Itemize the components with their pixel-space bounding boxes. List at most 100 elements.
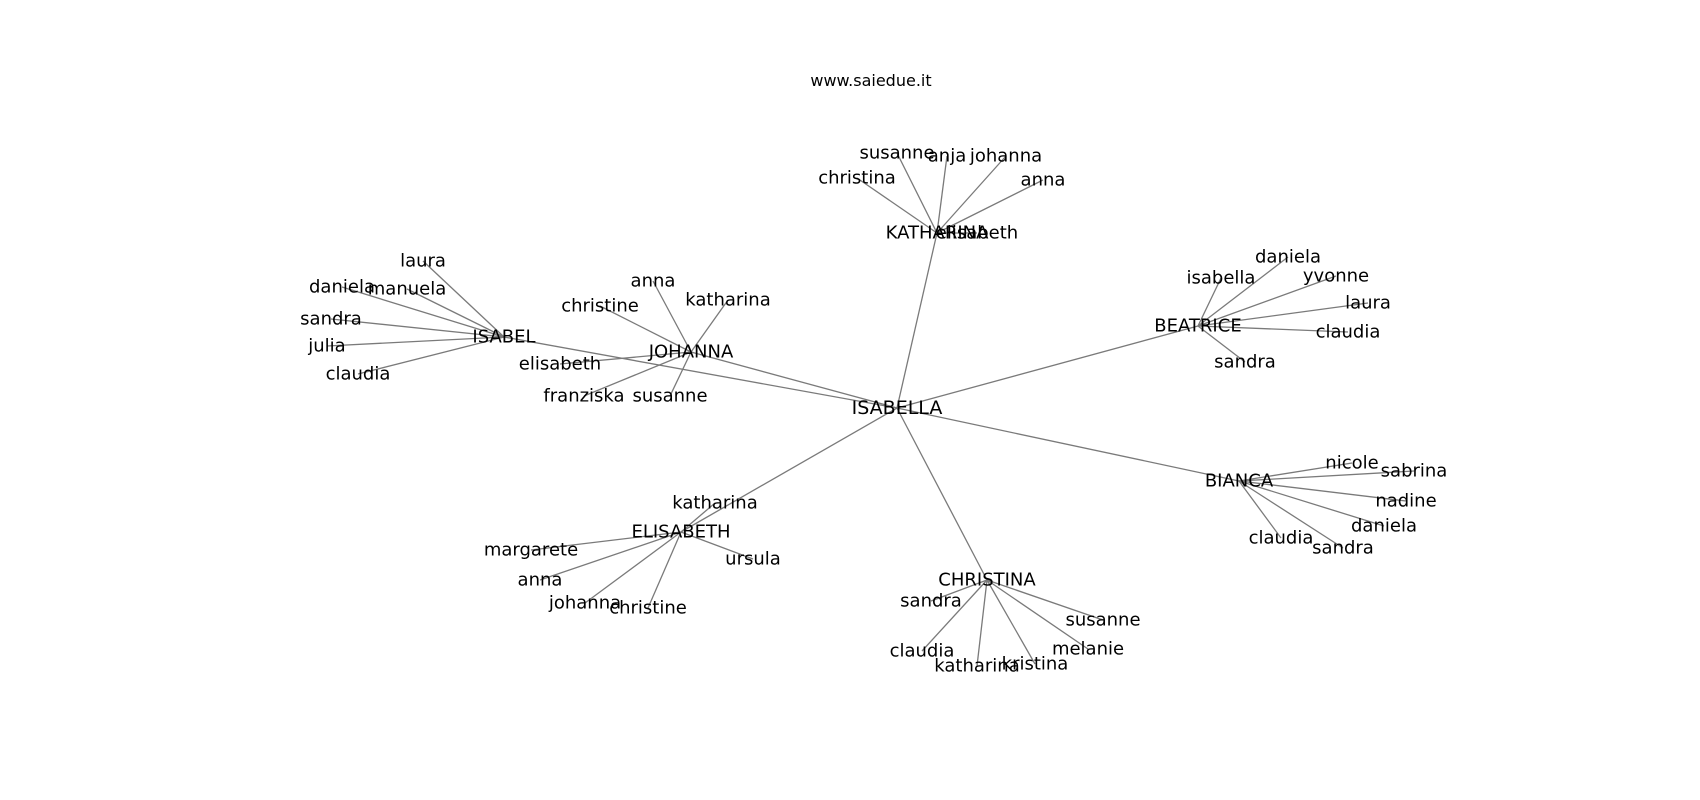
edge-beatrice-sandra (1197, 325, 1246, 363)
edge-bianca-claudia (1238, 480, 1282, 539)
edge-elisabeth-christine (647, 531, 682, 609)
edge-christina-melanie (986, 579, 1089, 650)
site-header: www.saiedue.it (810, 71, 932, 90)
leaf-node-label: sandra (300, 309, 362, 330)
edge-christina-claudia (921, 579, 988, 652)
edge-elisabeth-margarete (530, 531, 682, 551)
edge-beatrice-claudia (1197, 325, 1349, 333)
edge-beatrice-isabella (1197, 277, 1222, 327)
edge-johanna-franziska (583, 351, 692, 397)
leaf-node-label: katharina (934, 656, 1019, 677)
edge-center-beatrice (896, 325, 1199, 409)
leaf-node-label: nicole (1325, 453, 1378, 474)
leaf-node-label: ursula (725, 549, 781, 570)
edge-beatrice-daniela (1197, 256, 1289, 327)
edge-beatrice-laura (1197, 302, 1369, 327)
leaf-node-label: daniela (1351, 516, 1417, 537)
leaf-node-label: margarete (484, 540, 578, 561)
edge-bianca-sabrina (1238, 470, 1415, 482)
leaf-node-label: susanne (859, 143, 934, 164)
edge-bianca-sandra (1238, 480, 1344, 549)
leaf-node-label: anna (518, 570, 563, 591)
edge-center-isabel (503, 336, 898, 409)
edge-christina-sandra (930, 579, 988, 602)
leaf-node-label: katharina (685, 290, 770, 311)
leaf-node-label: nadine (1375, 491, 1436, 512)
leaf-node-label: claudia (1249, 528, 1314, 549)
leaf-node-label: sabrina (1381, 461, 1448, 482)
edge-johanna-anna (652, 280, 692, 353)
edge-johanna-elisabeth (559, 351, 692, 365)
edge-bianca-nadine (1238, 480, 1407, 502)
edge-isabel-manuela (406, 288, 505, 338)
edge-johanna-susanne (669, 351, 692, 397)
hub-node-label: KATHARINA (886, 223, 990, 244)
leaf-node-label: sandra (1214, 352, 1276, 373)
hub-node-label: BEATRICE (1154, 316, 1241, 337)
leaf-node-label: sandra (1312, 538, 1374, 559)
edge-elisabeth-katharina (680, 502, 716, 533)
leaf-node-label: kristina (1002, 654, 1069, 675)
leaf-node-label: franziska (543, 386, 624, 407)
leaf-node-label: johanna (548, 593, 621, 614)
edge-elisabeth-johanna (584, 531, 682, 604)
leaf-node-label: yvonne (1303, 266, 1369, 287)
edge-isabel-claudia (357, 336, 505, 375)
leaf-node-label: claudia (1316, 322, 1381, 343)
edge-center-christina (896, 407, 988, 581)
edge-katharina-johanna (936, 155, 1007, 234)
edge-katharina-christina (856, 177, 938, 234)
edge-center-bianca (896, 407, 1240, 482)
leaf-node-label: sandra (900, 591, 962, 612)
leaf-node-label: elisabeth (519, 354, 601, 375)
leaf-node-label: manuela (368, 279, 447, 300)
edge-johanna-christine (599, 305, 692, 353)
edge-katharina-anna (936, 179, 1044, 234)
hub-node-label: CHRISTINA (938, 570, 1036, 591)
leaf-node-label: anna (631, 271, 676, 292)
edge-isabel-julia (326, 336, 505, 347)
leaf-node-label: daniela (1255, 247, 1321, 268)
hub-node-label: BIANCA (1205, 471, 1274, 492)
edge-katharina-anja (936, 155, 948, 234)
edge-beatrice-yvonne (1197, 275, 1337, 327)
hub-node-label: ISABEL (472, 327, 535, 348)
edge-bianca-daniela (1238, 480, 1385, 527)
edge-isabel-sandra (330, 318, 505, 338)
edge-layer (326, 152, 1415, 667)
edge-center-elisabeth (680, 407, 898, 533)
hub-node-label: JOHANNA (648, 342, 734, 363)
edge-center-katharina (896, 232, 938, 409)
leaf-node-label: christine (609, 598, 687, 619)
leaf-node-label: claudia (326, 364, 391, 385)
leaf-node-label: daniela (309, 277, 375, 298)
edge-isabel-laura (422, 260, 505, 338)
edge-christina-kristina (986, 579, 1036, 665)
edge-elisabeth-ursula (680, 531, 754, 560)
leaf-node-label: christina (818, 168, 896, 189)
leaf-node-label: susanne (632, 386, 707, 407)
edge-johanna-katharina (690, 299, 729, 353)
leaf-node-label: isabella (1187, 268, 1256, 289)
leaf-node-label: julia (307, 336, 345, 357)
leaf-node-label: katharina (672, 493, 757, 514)
leaf-node-label: laura (400, 251, 446, 272)
leaf-node-label: claudia (890, 641, 955, 662)
leaf-node-label: melanie (1052, 639, 1124, 660)
edge-center-johanna (690, 351, 898, 409)
leaf-node-label: anna (1021, 170, 1066, 191)
leaf-node-label: laura (1345, 293, 1391, 314)
edge-bianca-nicole (1238, 462, 1353, 482)
edge-isabel-daniela (341, 286, 505, 338)
leaf-node-label: christine (561, 296, 639, 317)
edge-christina-susanne (986, 579, 1104, 621)
edge-christina-katharina (976, 579, 988, 667)
hub-node-label: ELISABETH (631, 522, 730, 543)
center-node-label: ISABELLA (852, 397, 943, 419)
leaf-node-label: johanna (969, 146, 1042, 167)
leaf-node-label: anja (928, 146, 966, 167)
edge-elisabeth-anna (539, 531, 682, 581)
